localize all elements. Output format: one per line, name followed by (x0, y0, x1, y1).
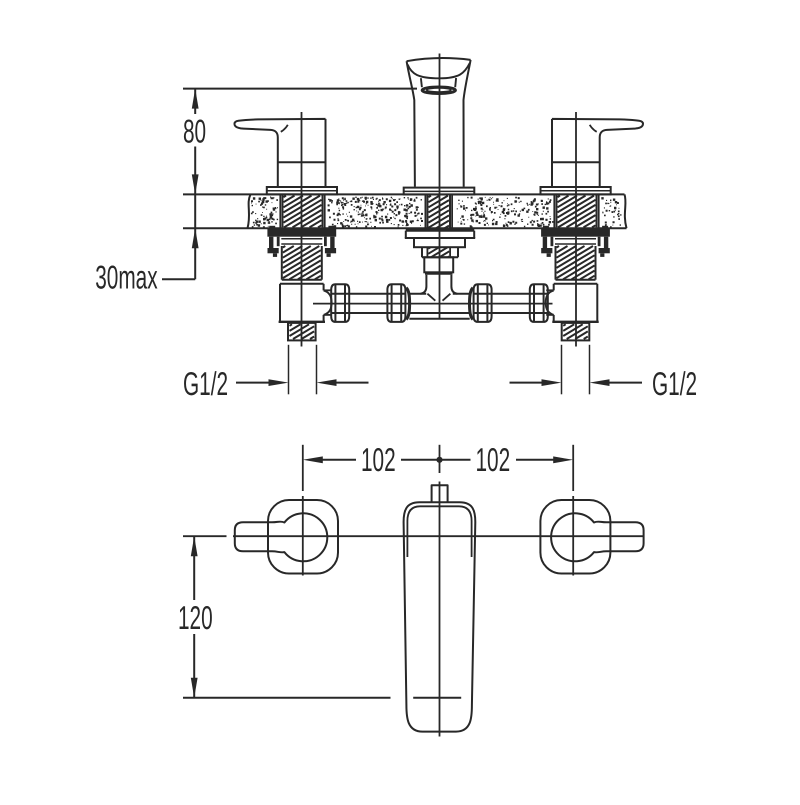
svg-text:G1/2: G1/2 (652, 365, 697, 402)
svg-text:102: 102 (476, 441, 511, 478)
svg-text:102: 102 (361, 441, 396, 478)
svg-text:80: 80 (183, 112, 206, 149)
svg-text:30max: 30max (95, 258, 158, 295)
svg-text:120: 120 (178, 599, 213, 636)
svg-text:G1/2: G1/2 (183, 365, 228, 402)
